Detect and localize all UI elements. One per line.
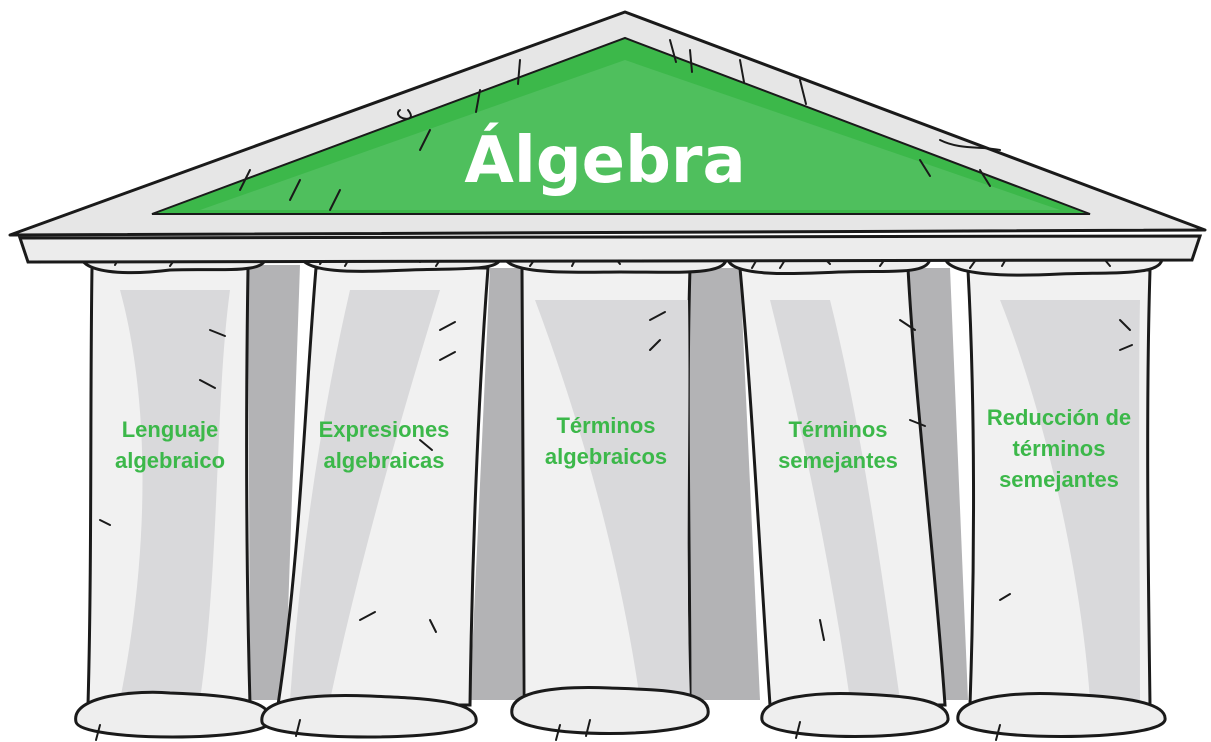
pillar-4-line-2: semejantes [778, 448, 898, 473]
column-gaps [248, 265, 968, 700]
pillar-2-line-1: Expresiones [318, 417, 450, 442]
pillar-2-line-2: algebraicas [323, 448, 445, 473]
pillar-label-5: Reducción de términos semejantes [970, 402, 1148, 495]
pillar-5-line-2: términos [1012, 436, 1106, 461]
pillar-label-3: Términos algebraicos [522, 410, 690, 472]
pillar-label-2: Expresiones algebraicas [300, 414, 468, 476]
pillar-label-1: Lenguaje algebraico [86, 414, 254, 476]
column-1 [74, 238, 272, 739]
pillar-3-line-1: Términos [556, 413, 656, 438]
pillar-3-line-2: algebraicos [544, 444, 668, 469]
pillar-5-line-1: Reducción de [986, 405, 1132, 430]
pillar-1-line-2: algebraico [114, 448, 226, 473]
pillar-label-4: Términos semejantes [754, 414, 922, 476]
column-3 [503, 240, 728, 735]
pillar-4-line-1: Términos [788, 417, 888, 442]
pillar-1-line-1: Lenguaje [121, 417, 219, 442]
roof-title: Álgebra [464, 122, 745, 198]
roof: Álgebra [8, 10, 1207, 264]
pillar-5-line-3: semejantes [999, 467, 1119, 492]
